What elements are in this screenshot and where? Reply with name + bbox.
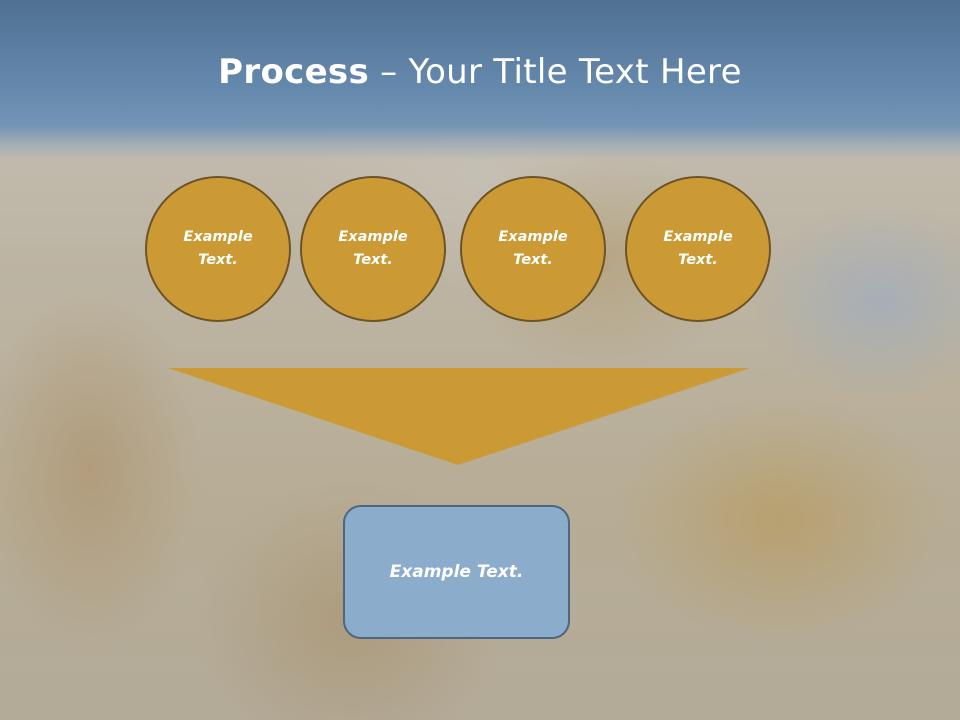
process-circle-1: Example Text. (145, 176, 291, 322)
title-bold-part: Process (218, 52, 370, 92)
title-rest-part: – Your Title Text Here (369, 52, 742, 92)
circle-4-line-1: Example (663, 229, 733, 245)
circle-3-line-2: Text. (513, 252, 553, 268)
process-circle-4: Example Text. (625, 176, 771, 322)
slide-title: Process – Your Title Text Here (0, 52, 960, 92)
process-circle-3: Example Text. (460, 176, 606, 322)
circle-3-line-1: Example (498, 229, 568, 245)
circle-2-line-2: Text. (353, 252, 393, 268)
header-band (0, 0, 960, 160)
circle-1-line-2: Text. (198, 252, 238, 268)
result-text: Example Text. (389, 562, 524, 582)
circle-4-line-2: Text. (678, 252, 718, 268)
circle-2-line-1: Example (338, 229, 408, 245)
circle-1-line-1: Example (183, 229, 253, 245)
funnel-triangle (168, 368, 750, 465)
process-circle-2: Example Text. (300, 176, 446, 322)
result-box: Example Text. (343, 505, 570, 639)
